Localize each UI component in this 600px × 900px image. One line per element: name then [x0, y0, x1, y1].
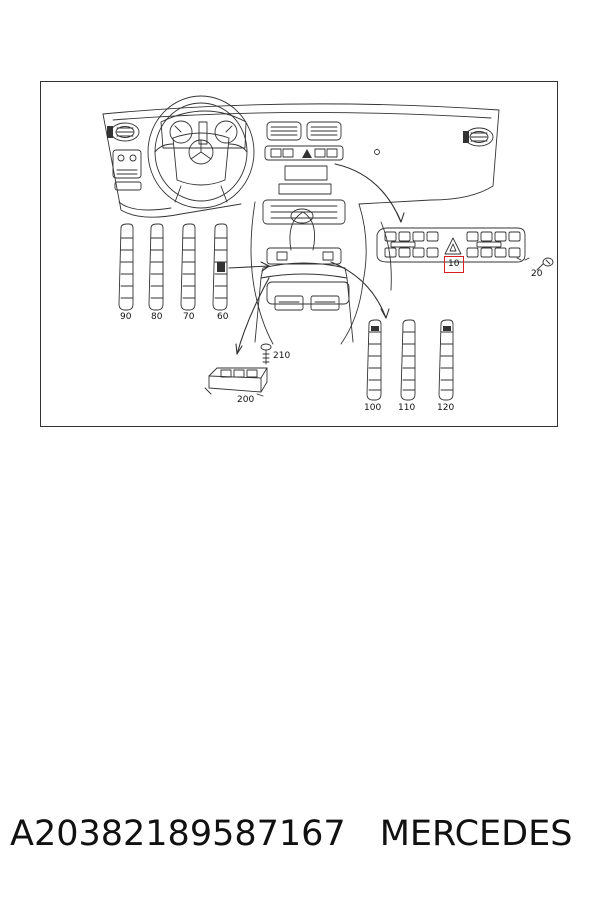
switch-panel-detail-drawing [376, 227, 530, 263]
gear-selector-drawing [260, 208, 348, 279]
callout-10: 10 [448, 259, 460, 269]
callout-60: 60 [217, 312, 229, 322]
switch-module-200-drawing [204, 367, 268, 397]
left-vent-drawing [107, 122, 140, 142]
callout-70: 70 [183, 312, 195, 322]
part-caption: A2038218958716​7 MERCEDES [10, 812, 595, 856]
leader-arrows [228, 163, 405, 355]
switch-blocks-60-90-drawing [118, 223, 228, 311]
centre-console-drawing [262, 145, 380, 225]
switch-blocks-100-120-drawing [366, 319, 454, 401]
callout-20: 20 [531, 269, 543, 279]
right-vent-drawing [463, 127, 494, 147]
callout-80: 80 [151, 312, 163, 322]
parts-diagram: 10 20 90 80 70 60 210 200 100 110 120 [40, 81, 558, 427]
instrument-cluster-drawing [160, 110, 247, 149]
screw-210-drawing [260, 343, 272, 365]
callout-90: 90 [120, 312, 132, 322]
screw-20-drawing [536, 257, 554, 271]
centre-vents-drawing [266, 121, 342, 141]
steering-wheel-drawing [147, 95, 255, 209]
callout-110: 110 [398, 403, 416, 413]
lower-console-drawing [254, 277, 354, 343]
left-switch-panel-drawing [112, 149, 142, 191]
part-number: A2038218958716​7 [10, 814, 346, 854]
callout-10-highlight-box [444, 256, 464, 273]
callout-200: 200 [237, 395, 255, 405]
callout-100: 100 [364, 403, 382, 413]
brand-name: MERCEDES [379, 814, 573, 854]
callout-210: 210 [273, 351, 291, 361]
callout-120: 120 [437, 403, 455, 413]
